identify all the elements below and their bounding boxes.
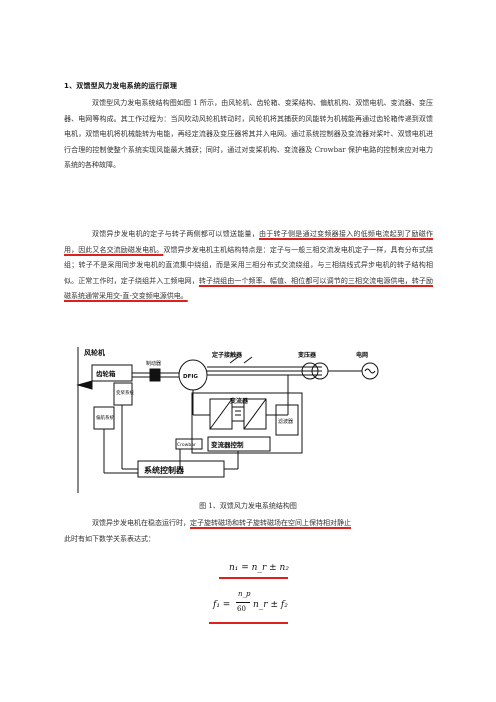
label-wind-turbine: 风轮机 [84, 348, 105, 357]
formula2-numerator: n_p [238, 590, 251, 598]
label-stator-contactor: 定子接触器 [211, 351, 243, 359]
label-filter: 滤波器 [278, 418, 293, 425]
formula2-denominator: 60 [237, 605, 246, 613]
paragraph2-part-a: 双馈异步发电机的定子与转子两侧都可以馈送能量， [92, 230, 259, 238]
label-system-controller: 系统控制器 [144, 465, 185, 475]
paragraph-steady-state: 双馈异步发电机在稳态运行时，定子旋转磁场和转子旋转磁场在空间上保持相对静止此时有… [64, 516, 433, 547]
formula2-left: f₁ = [213, 600, 231, 610]
formula-frequency: f₁ = n_p 60 n_r ± f₂ [213, 590, 293, 620]
system-structure-diagram: 风轮机 齿轮箱 变桨系统 偏航系统 制动器 DFIG 定子接触器 变压器 电网 … [76, 347, 379, 493]
formula2-fraction-bar [236, 602, 250, 603]
figure-caption: 图 1、双馈风力发电系统结构图 [199, 502, 297, 510]
paragraph3-part-c: 此时有如下数学关系表达式： [64, 534, 155, 543]
label-brake: 制动器 [146, 360, 161, 367]
formula2-right: n_r ± f₂ [253, 600, 288, 610]
label-dfig: DFIG [183, 374, 198, 380]
paragraph-system-overview: 双馈型风力发电系统结构图如图 1 所示，由风轮机、齿轮箱、变桨结构、偏航机构、双… [64, 99, 433, 170]
label-converter-control: 变流器控制 [211, 440, 244, 449]
label-pitch: 变桨系统 [116, 389, 134, 396]
label-yaw: 偏航系统 [96, 414, 114, 421]
label-gearbox: 齿轮箱 [96, 369, 116, 378]
paragraph2-underlined-a: 由于转子侧是通过变频器接入的低频电流起到了励磁作用，因此又名交流励磁发电机。 [64, 230, 433, 254]
label-grid: 电网 [356, 351, 368, 359]
formula2-underline [209, 622, 288, 624]
paragraph2-part-c: 双馈异步发电机主机结构特点是：定子与一般三相交流发电机定子一样，具有分布式绕组；… [64, 245, 434, 285]
paragraph3-underlined: 定子旋转磁场和转子旋转磁场在空间上保持相对静止 [190, 519, 351, 527]
label-crowbar: Crowbar [177, 442, 196, 448]
formula1-underline [219, 577, 288, 579]
paragraph3-part-a: 双馈异步发电机在稳态运行时， [92, 519, 190, 527]
section-heading: 1、双馈型风力发电系统的运行原理 [64, 82, 178, 90]
paragraph-dfig-structure: 双馈异步发电机的定子与转子两侧都可以馈送能量，由于转子侧是通过变频器接入的低频电… [64, 227, 433, 305]
formula-speed: n₁ = n_r ± n₂ [229, 563, 289, 573]
label-transformer: 变压器 [298, 351, 317, 359]
label-converter: 变流器 [230, 397, 249, 405]
paragraph2-underlined-b: 转子绕组由一个频率、幅值、相位都可以调节的三相交流电源供电，转子励磁系统通常采用… [64, 276, 434, 301]
